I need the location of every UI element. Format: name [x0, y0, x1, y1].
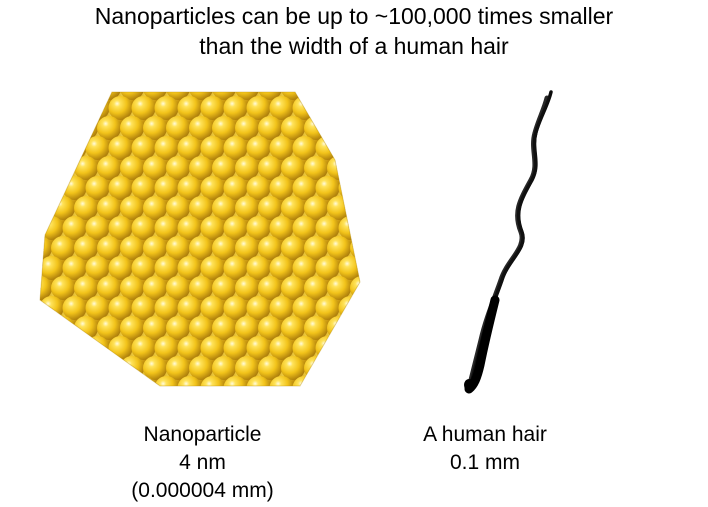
page-title: Nanoparticles can be up to ~100,000 time… — [0, 1, 708, 61]
hair-size: 0.1 mm — [449, 451, 520, 474]
gold-nanoparticle-icon — [39, 91, 361, 387]
hair-label: A human hair — [423, 423, 547, 446]
title-line-1: Nanoparticles can be up to ~100,000 time… — [94, 3, 614, 29]
nanoparticle-caption: Nanoparticle 4 nm (0.000004 mm) — [110, 421, 295, 505]
hair-caption: A human hair 0.1 mm — [395, 421, 575, 477]
nanoparticle-size: 4 nm — [179, 451, 226, 474]
human-hair-icon — [464, 90, 553, 394]
nanoparticle-size-mm: (0.000004 mm) — [131, 479, 274, 502]
title-line-2: than the width of a human hair — [199, 33, 509, 59]
nanoparticle-label: Nanoparticle — [143, 423, 262, 446]
